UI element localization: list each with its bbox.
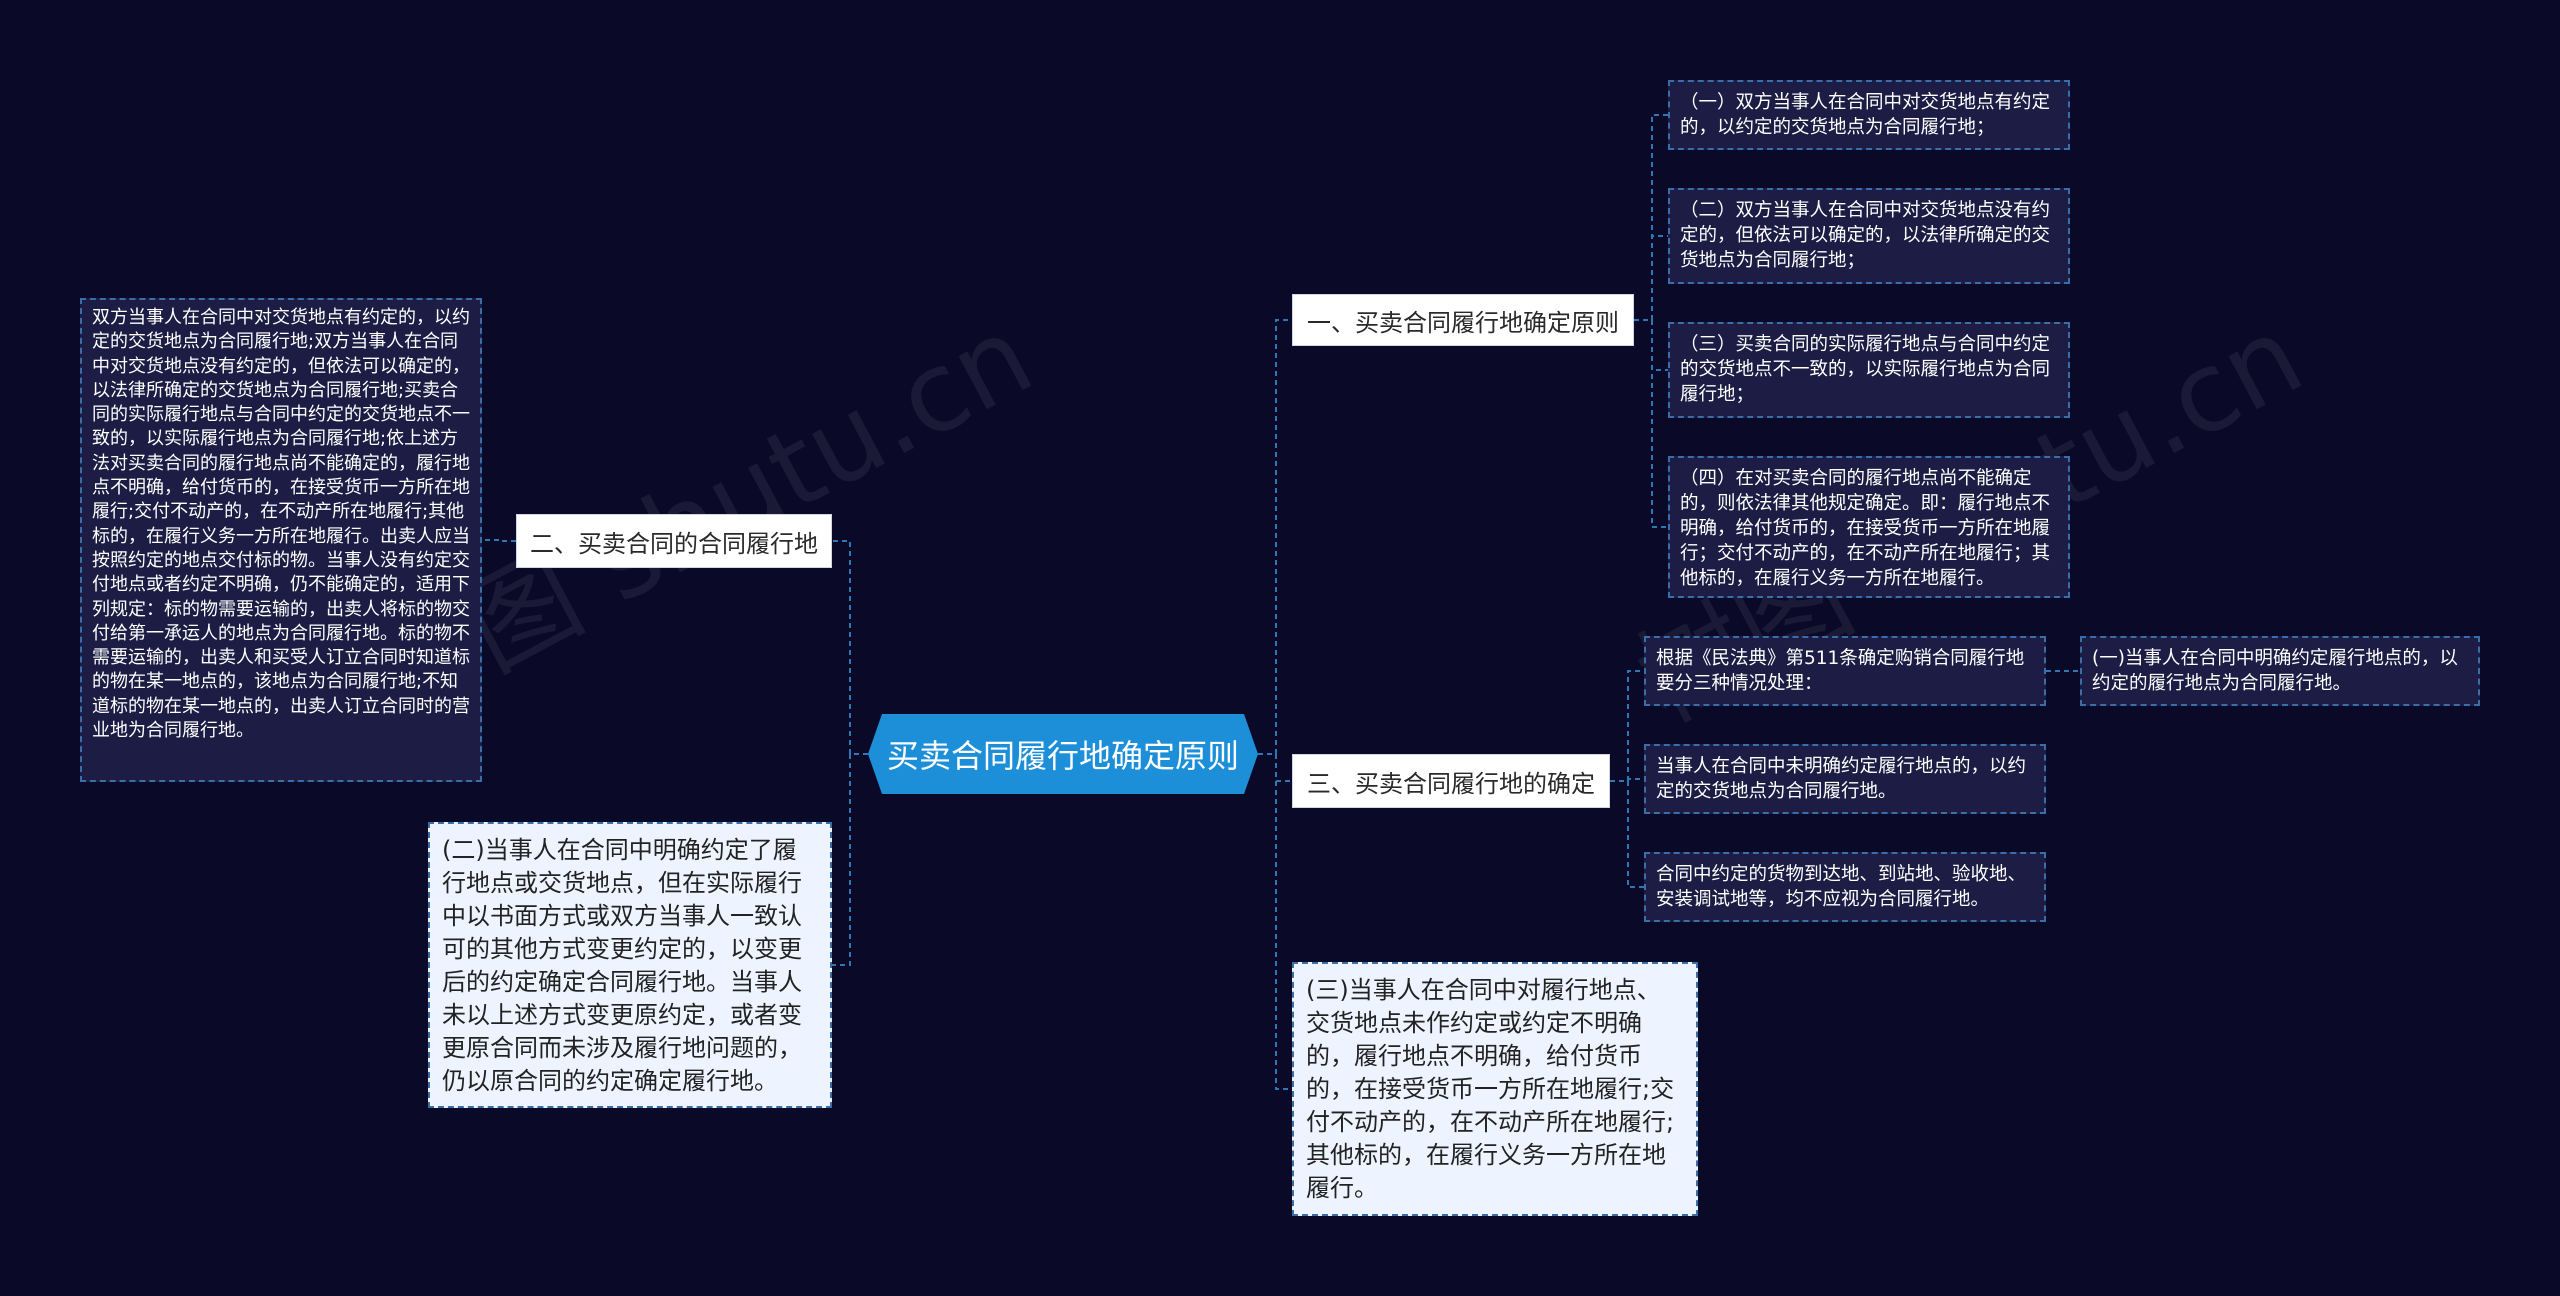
connector-1 [1258,319,1292,755]
leaf-node-contract-place-detail[interactable]: 双方当事人在合同中对交货地点有约定的，以约定的交货地点为合同履行地;双方当事人在… [80,298,482,782]
branch-node-determination[interactable]: 三、买卖合同履行地的确定 [1292,754,1610,808]
connector-12 [1610,778,1644,782]
leaf-node-delivery-place[interactable]: 当事人在合同中未明确约定履行地点的，以约定的交货地点为合同履行地。 [1644,744,2046,814]
leaf-node-principle-1[interactable]: （一）双方当事人在合同中对交货地点有约定的，以约定的交货地点为合同履行地； [1668,80,2070,150]
connector-3 [1258,753,1292,1090]
connector-7 [1634,235,1668,321]
leaf-node-not-performance-place[interactable]: 合同中约定的货物到达地、到站地、验收地、安装调试地等，均不应视为合同履行地。 [1644,852,2046,922]
leaf-node-civil-code-511[interactable]: 根据《民法典》第511条确定购销合同履行地要分三种情况处理： [1644,636,2046,706]
connector-10 [482,539,516,542]
connector-8 [1634,319,1668,371]
branch-node-contract-place[interactable]: 二、买卖合同的合同履行地 [516,514,832,568]
connector-5 [832,753,868,966]
connector-4 [832,540,868,755]
leaf-node-principle-3[interactable]: （三）买卖合同的实际履行地点与合同中约定的交货地点不一致的，以实际履行地点为合同… [1668,322,2070,418]
leaf-node-principle-4[interactable]: （四）在对买卖合同的履行地点尚不能确定的，则依法律其他规定确定。即：履行地点不明… [1668,456,2070,598]
leaf-node-principle-2[interactable]: （二）双方当事人在合同中对交货地点没有约定的，但依法可以确定的，以法律所确定的交… [1668,188,2070,284]
connector-9 [1634,319,1668,528]
leaf-node-unclear-agreement[interactable]: (三)当事人在合同中对履行地点、交货地点未作约定或约定不明确的，履行地点不明确，… [1292,962,1698,1216]
branch-node-principles[interactable]: 一、买卖合同履行地确定原则 [1292,294,1634,346]
leaf-node-explicit-agreement[interactable]: (一)当事人在合同中明确约定履行地点的，以约定的履行地点为合同履行地。 [2080,636,2480,706]
leaf-node-changed-agreement[interactable]: (二)当事人在合同中明确约定了履行地点或交货地点，但在实际履行中以书面方式或双方… [428,822,832,1108]
root-node[interactable]: 买卖合同履行地确定原则 [868,714,1258,794]
connector-13 [1610,780,1644,888]
connector-11 [1610,670,1644,782]
